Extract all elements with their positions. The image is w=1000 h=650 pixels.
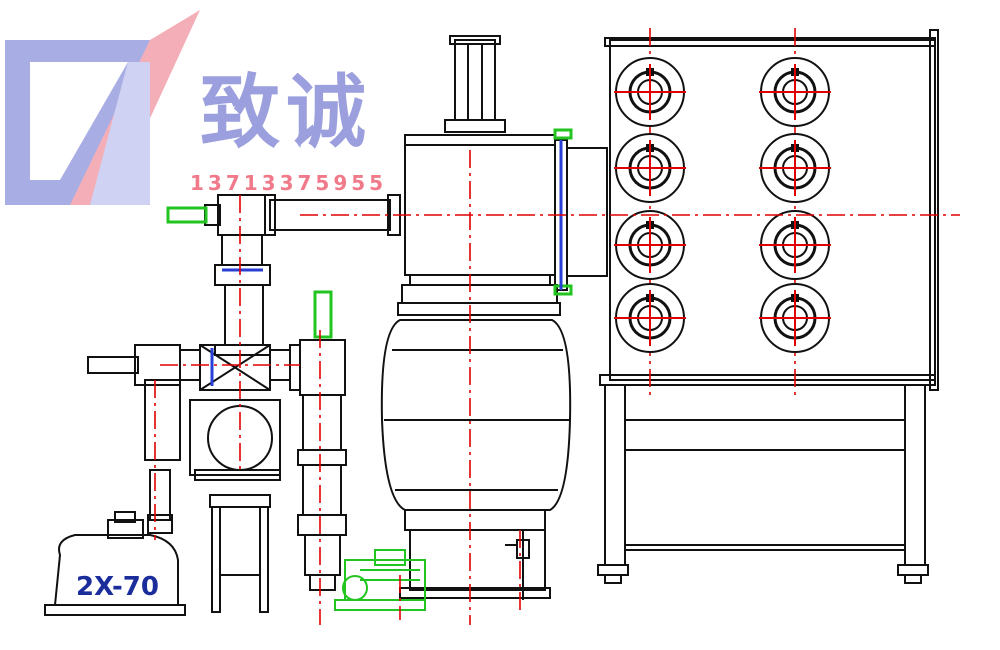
holding-pump	[334, 549, 426, 611]
target-rotor	[614, 133, 686, 203]
target-rotor	[759, 57, 831, 127]
target-rotor	[759, 133, 831, 203]
company-logo	[5, 10, 200, 205]
target-rotor	[614, 57, 686, 127]
process-chamber	[397, 35, 608, 316]
center-lines	[154, 150, 960, 625]
phone-number: 13713375955	[190, 171, 387, 195]
vent-valve	[166, 206, 208, 224]
vertical-pipe	[214, 234, 271, 356]
rotary-vane-pump	[44, 511, 186, 616]
target-rotor	[759, 210, 831, 280]
foreline-column	[297, 339, 347, 591]
target-cabinet	[599, 29, 939, 391]
target-rotor	[614, 210, 686, 280]
door-seal-bottom	[553, 284, 573, 296]
pump-model-label: 2X-70	[76, 572, 159, 602]
target-rotor	[759, 283, 831, 353]
roots-pump	[144, 379, 281, 534]
foreline-valve	[313, 290, 333, 339]
pump-stand	[209, 494, 271, 613]
diffusion-pump	[380, 319, 572, 600]
target-rotor-grid	[614, 28, 831, 395]
support-frame	[597, 384, 929, 584]
valve-cross	[87, 344, 301, 391]
door-seal-top	[553, 128, 573, 140]
brand-text: 致诚	[200, 66, 372, 159]
target-rotor	[614, 283, 686, 353]
